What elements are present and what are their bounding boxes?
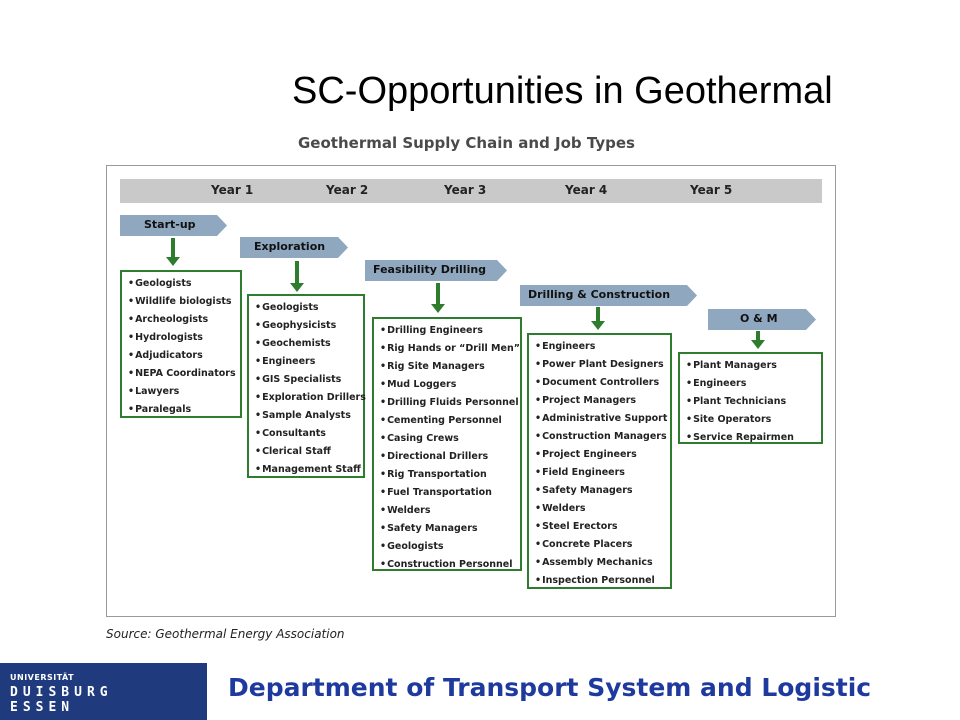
list-item: Archeologists: [128, 311, 240, 329]
job-list-drilling-construction: Engineers Power Plant Designers Document…: [527, 333, 672, 589]
list-item: Sample Analysts: [255, 407, 363, 425]
list-item: Lawyers: [128, 383, 240, 401]
list-item: Clerical Staff: [255, 443, 363, 461]
list-item: Steel Erectors: [535, 518, 670, 536]
list-item: Exploration Drillers: [255, 389, 366, 407]
down-arrow-icon: [166, 238, 180, 266]
list-item: Plant Technicians: [686, 393, 821, 411]
job-list-exploration: Geologists Geophysicists Geochemists Eng…: [247, 294, 366, 479]
list-item: Consultants: [255, 425, 363, 443]
list-item: Welders: [380, 502, 520, 520]
down-arrow-icon: [591, 307, 605, 330]
logo-line: DUISBURG: [10, 685, 113, 700]
list-item: Geologists: [128, 275, 240, 293]
list-item: Paralegals: [128, 401, 240, 419]
list-item: Adjudicators: [128, 347, 240, 365]
list-item: Service Repairmen: [686, 429, 821, 447]
list-item: Geophysicists: [255, 317, 363, 335]
list-item: Geochemists: [255, 335, 363, 353]
list-item: Geologists: [255, 299, 363, 317]
list-item: Engineers: [535, 338, 670, 356]
job-list-o-and-m: Plant Managers Engineers Plant Technicia…: [678, 352, 823, 444]
down-arrow-icon: [431, 283, 445, 313]
down-arrow-icon: [290, 261, 304, 292]
figure-frame: [106, 165, 836, 617]
list-item: Engineers: [686, 375, 821, 393]
list-item: NEPA Coordinators: [128, 365, 240, 383]
list-item: Plant Managers: [686, 357, 821, 375]
year-label: Year 5: [690, 183, 733, 197]
department-name: Department of Transport System and Logis…: [228, 673, 872, 702]
logo-line: UNIVERSITÄT: [10, 673, 75, 682]
university-logo: UNIVERSITÄT DUISBURG ESSEN: [0, 663, 207, 720]
list-item: Directional Drillers: [380, 448, 520, 466]
list-item: Safety Managers: [535, 482, 670, 500]
list-item: Drilling Fluids Personnel: [380, 394, 520, 412]
year-label: Year 2: [326, 183, 369, 197]
list-item: Power Plant Designers: [535, 356, 670, 374]
list-item: Administrative Support: [535, 410, 670, 428]
year-label: Year 4: [565, 183, 608, 197]
list-item: Fuel Transportation: [380, 484, 520, 502]
list-item: Casing Crews: [380, 430, 520, 448]
year-label: Year 3: [444, 183, 487, 197]
list-item: Mud Loggers: [380, 376, 520, 394]
year-bar: Year 1 Year 2 Year 3 Year 4 Year 5: [120, 179, 822, 203]
list-item: Construction Managers: [535, 428, 670, 446]
slide-title: SC-Opportunities in Geothermal: [292, 70, 833, 112]
list-item: Wildlife biologists: [128, 293, 240, 311]
phase-tag-drilling-construction: Drilling & Construction: [520, 285, 697, 306]
list-item: Project Engineers: [535, 446, 670, 464]
list-item: Safety Managers: [380, 520, 520, 538]
list-item: Hydrologists: [128, 329, 240, 347]
list-item: Field Engineers: [535, 464, 670, 482]
list-item: Rig Transportation: [380, 466, 520, 484]
source-note: Source: Geothermal Energy Association: [106, 627, 345, 641]
job-list-start-up: Geologists Wildlife biologists Archeolog…: [120, 270, 242, 418]
list-item: Rig Hands or “Drill Men”: [380, 340, 520, 358]
list-item: Rig Site Managers: [380, 358, 520, 376]
list-item: Drilling Engineers: [380, 322, 520, 340]
list-item: Management Staff: [255, 461, 363, 479]
list-item: Assembly Mechanics: [535, 554, 670, 572]
list-item: Concrete Placers: [535, 536, 670, 554]
phase-tag-start-up: Start-up: [120, 215, 227, 236]
list-item: Project Managers: [535, 392, 670, 410]
year-label: Year 1: [211, 183, 254, 197]
list-item: Engineers: [255, 353, 363, 371]
phase-tag-feasibility-drilling: Feasibility Drilling: [365, 260, 507, 281]
list-item: Construction Personnel: [380, 556, 520, 574]
phase-tag-o-and-m: O & M: [708, 309, 816, 330]
list-item: Cementing Personnel: [380, 412, 520, 430]
list-item: Site Operators: [686, 411, 821, 429]
list-item: Geologists: [380, 538, 520, 556]
phase-tag-exploration: Exploration: [240, 237, 348, 258]
list-item: Inspection Personnel: [535, 572, 670, 590]
list-item: GIS Specialists: [255, 371, 363, 389]
figure-title: Geothermal Supply Chain and Job Types: [298, 134, 635, 152]
list-item: Document Controllers: [535, 374, 670, 392]
list-item: Welders: [535, 500, 670, 518]
job-list-feasibility-drilling: Drilling Engineers Rig Hands or “Drill M…: [372, 317, 522, 571]
logo-line: ESSEN: [10, 700, 75, 715]
down-arrow-icon: [751, 331, 765, 349]
